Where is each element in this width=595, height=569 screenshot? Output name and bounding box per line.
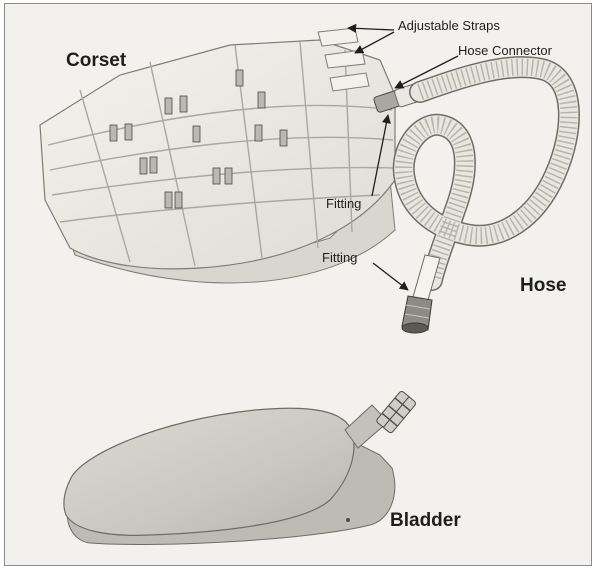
label-corset: Corset (66, 50, 126, 72)
hose-end-fitting (402, 296, 432, 333)
label-fitting-lower: Fitting (322, 250, 357, 265)
label-bladder: Bladder (390, 510, 461, 532)
label-adjustable-straps: Adjustable Straps (398, 18, 500, 33)
label-fitting-upper: Fitting (326, 196, 361, 211)
label-hose: Hose (520, 275, 566, 297)
arrow-straps-lower (355, 32, 394, 53)
bladder (64, 390, 417, 544)
arrow-fitting-lower (373, 263, 408, 290)
label-hose-connector: Hose Connector (458, 43, 552, 58)
